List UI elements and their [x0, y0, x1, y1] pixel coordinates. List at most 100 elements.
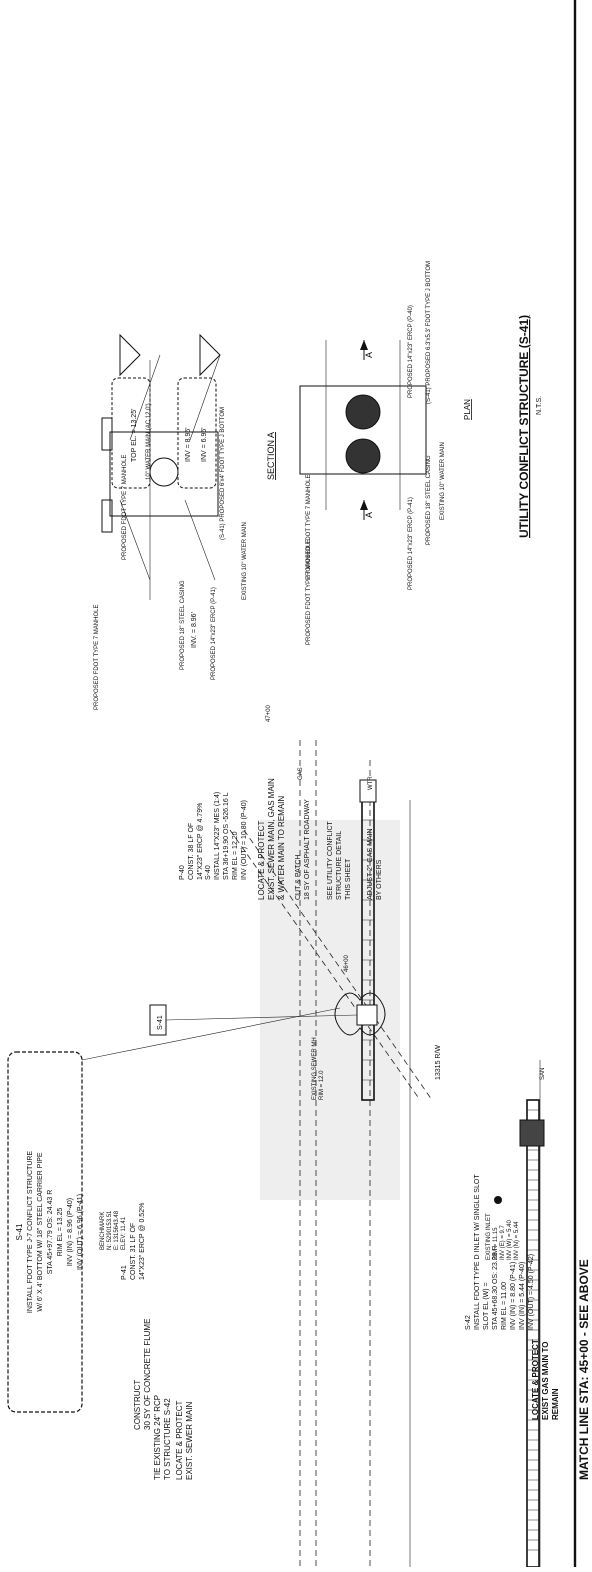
sec-mh-left: PROPOSED FDOT TYPE 7 MANHOLE — [122, 455, 128, 560]
plan-bottom: (S-41) PROPOSED 6.3'x5.3' FDOT TYPE J BO… — [426, 261, 432, 404]
storm-pipe-ticks — [527, 1109, 539, 1551]
s41-callout-box — [7, 1051, 83, 1413]
plan-ercp-right-g: PROPOSED 14"x23" ERCP (P-40) — [408, 305, 414, 398]
plan-label-g: PLAN — [463, 399, 472, 420]
s40-structure — [359, 779, 377, 803]
s42-line-7: INV (OUT) = 4.50 (P-42) — [528, 1254, 535, 1330]
s41-cloud — [334, 992, 386, 1036]
note-tie-rcp-1: TIE EXISTING 24" RCP — [153, 1395, 162, 1480]
section-a-detail: PROPOSED FDOT TYPE 7 MANHOLE PROPOSED FD… — [94, 333, 276, 710]
s42-line-6: INV (IN) = 5.44 (P-40) — [519, 1262, 526, 1330]
note-gas-left-2: EXIST GAS MAIN TO — [541, 1341, 550, 1420]
note-benchmark-3: E: 1315643.48 — [114, 1210, 120, 1250]
sec-water-main: EXISTING 10" WATER MAIN — [242, 522, 248, 600]
sec-inv-right-g: INV = 8.96' — [185, 427, 192, 462]
sec-water-main-g: EXISTING 10" WATER MAIN — [242, 522, 248, 600]
note-sewer-left-2: EXIST. SEWER MAIN — [185, 1402, 194, 1480]
s40-label: S-40 — [205, 865, 212, 880]
sec-water-cover-g: 10" WATER MAIN (AC 12.0') — [146, 403, 152, 480]
note-inlet-4: INV (W) = 5.40 — [507, 1219, 513, 1260]
wtr-tag: WTR — [368, 776, 374, 790]
note-cut-patch-1: CUT & PATCH — [295, 854, 302, 900]
s40-line-2: STA 36+19.90 OS -526.16 L — [223, 792, 230, 880]
sec-casing: PROPOSED 18" STEEL CASING — [180, 580, 186, 670]
section-marker-arrow-2 — [360, 340, 368, 350]
p40-line-2: 14"X23" ERCP @ 4.79% — [197, 803, 204, 880]
existing-rcp-1 — [229, 829, 421, 1101]
p40-line-1: CONST. 38 LF OF — [188, 823, 195, 880]
section-marker-arrow-1 — [360, 500, 368, 510]
p41-label: P-41 — [121, 1265, 128, 1280]
sta-47-g: 47+00 — [266, 704, 272, 722]
top-el-callout — [111, 377, 151, 489]
wtr-tag-g: WTR — [368, 776, 374, 790]
note-adjust-gas-1: ADJUST 2" GAS MAIN — [367, 828, 374, 900]
sec-ercp: PROPOSED 14"x23" ERCP (P-41) — [211, 587, 217, 680]
note-gas-left-3: REMAIN — [551, 1388, 560, 1420]
plan-manhole-2 — [345, 438, 381, 474]
plan-water-main: EXISTING 10" WATER MAIN — [440, 442, 446, 520]
note-see-detail-g: SEE UTILITY CONFLICT STRUCTURE DETAIL TH… — [327, 820, 352, 900]
s41-box-line-5: INV (IN) = 8.96 (P-40) — [67, 1198, 74, 1266]
p41-line-1: CONST. 31 LF OF — [130, 1223, 137, 1280]
note-adjust-gas-g: ADJUST 2" GAS MAIN BY OTHERS — [367, 828, 383, 900]
plan-mh-right-g: PROPOSED FDOT TYPE 7 MANHOLE — [306, 540, 312, 645]
sec-mh-right-g: PROPOSED FDOT TYPE 7 MANHOLE — [94, 605, 100, 710]
sec-inv-left: INV. = 8.96' — [191, 612, 198, 648]
p40-label: P-40 — [179, 865, 186, 880]
sta-46-g: 46+00 — [344, 954, 350, 972]
sec-top-el-g: TOP EL. = 13.25' — [131, 409, 138, 462]
san-tag-g: SAN — [540, 1068, 546, 1080]
s41-tag: S-41 — [157, 1015, 164, 1030]
s42-structure — [519, 1119, 545, 1147]
note-cut-patch-g: CUT & PATCH 18 SY OF ASPHALT ROADWAY — [295, 799, 311, 900]
marker-a2-g: A — [364, 352, 374, 358]
note-see-detail-2: STRUCTURE DETAIL — [336, 831, 343, 900]
plan-water-main-g: EXISTING 10" WATER MAIN — [440, 442, 446, 520]
detail-title-g: UTILITY CONFLICT STRUCTURE (S-41) — [517, 315, 531, 538]
san-tag: SAN — [540, 1068, 546, 1080]
match-line-label-group: MATCH LINE STA: 45+00 - SEE ABOVE — [577, 1259, 591, 1480]
section-marker-a2: A — [364, 352, 374, 358]
section-label-g: SECTION A — [266, 432, 276, 480]
s41-tag-g: S-41 — [157, 1015, 164, 1030]
note-tie-rcp-2: TO STRUCTURE S-42 — [163, 1398, 172, 1480]
p40-callout-g: P-40 CONST. 38 LF OF 14"X23" ERCP @ 4.79… — [179, 803, 204, 880]
note-locate-main-3: & WATER MAIN TO REMAIN — [277, 796, 286, 900]
sec-inv-right2-g: INV = 6.96' — [201, 427, 208, 462]
s42-callout-g: S-42 INSTALL FDOT TYPE D INLET W/ SINGLE… — [465, 1174, 535, 1330]
note-gas-left-1: LOCATE & PROTECT — [531, 1339, 540, 1420]
plan-ercp-left: PROPOSED 14"x23" ERCP (P-41) — [408, 497, 414, 590]
plan-casing-g: PROPOSED 18" STEEL CASING — [426, 455, 432, 545]
s41-box-line-4: RIM EL = 13.25 — [57, 1208, 64, 1257]
note-inlet-1: EXISTING INLET — [486, 1213, 492, 1260]
plan-ercp-left-g: PROPOSED 14"x23" ERCP (P-41) — [408, 497, 414, 590]
note-flume-g: CONSTRUCT 30 SY OF CONCRETE FLUME — [133, 1319, 152, 1430]
station-46: 46+00 — [344, 954, 350, 972]
s41-box-line-6: INV (OUT) = 6.96 (P-41) — [77, 1194, 84, 1270]
note-inlet-5: INV (N) = 5.44 — [514, 1221, 520, 1260]
s41-box-line-1: INSTALL FDOT TYPE J-7 CONFLICT STRUCTURE — [27, 1151, 34, 1314]
s40-line-3: RIM EL = 12.20 — [232, 831, 239, 880]
detail-scale: N.T.S. — [536, 396, 543, 415]
note-inlet-3: INV (E) = 9.7 — [500, 1224, 506, 1260]
plan-bottom-g: (S-41) PROPOSED 6.3'x5.3' FDOT TYPE J BO… — [426, 261, 432, 404]
plan-ercp-right: PROPOSED 14"x23" ERCP (P-40) — [408, 305, 414, 398]
s40-line-1: INSTALL 14"X23" MES (1:4) — [214, 792, 221, 880]
benchmark-star — [494, 1196, 502, 1204]
sec-inv-left-g: INV. = 8.96' — [191, 612, 198, 648]
manhole-rim-right — [101, 499, 113, 533]
sec-ercp-g: PROPOSED 14"x23" ERCP (P-41) — [211, 587, 217, 680]
note-tie-rcp-g: TIE EXISTING 24" RCP TO STRUCTURE S-42 — [153, 1395, 172, 1480]
revision-triangle-top — [119, 333, 141, 377]
s42-line-3: STA 45+68.30 OS: 23.28 R — [492, 1245, 499, 1330]
plan-label: PLAN — [463, 399, 472, 420]
p41-callout-g: P-41 CONST. 31 LF OF 14"X23" ERCP @ 0.52… — [121, 1203, 146, 1280]
plan-casing: PROPOSED 18" STEEL CASING — [426, 455, 432, 545]
structure-box-plan — [299, 385, 427, 475]
note-sewer-mh-2: RIM = 12.0 — [319, 1070, 325, 1100]
s41-box-text-g: S-41 INSTALL FDOT TYPE J-7 CONFLICT STRU… — [15, 1151, 84, 1314]
detail-scale-g: N.T.S. — [536, 396, 543, 415]
note-flume-2: 30 SY OF CONCRETE FLUME — [143, 1319, 152, 1430]
